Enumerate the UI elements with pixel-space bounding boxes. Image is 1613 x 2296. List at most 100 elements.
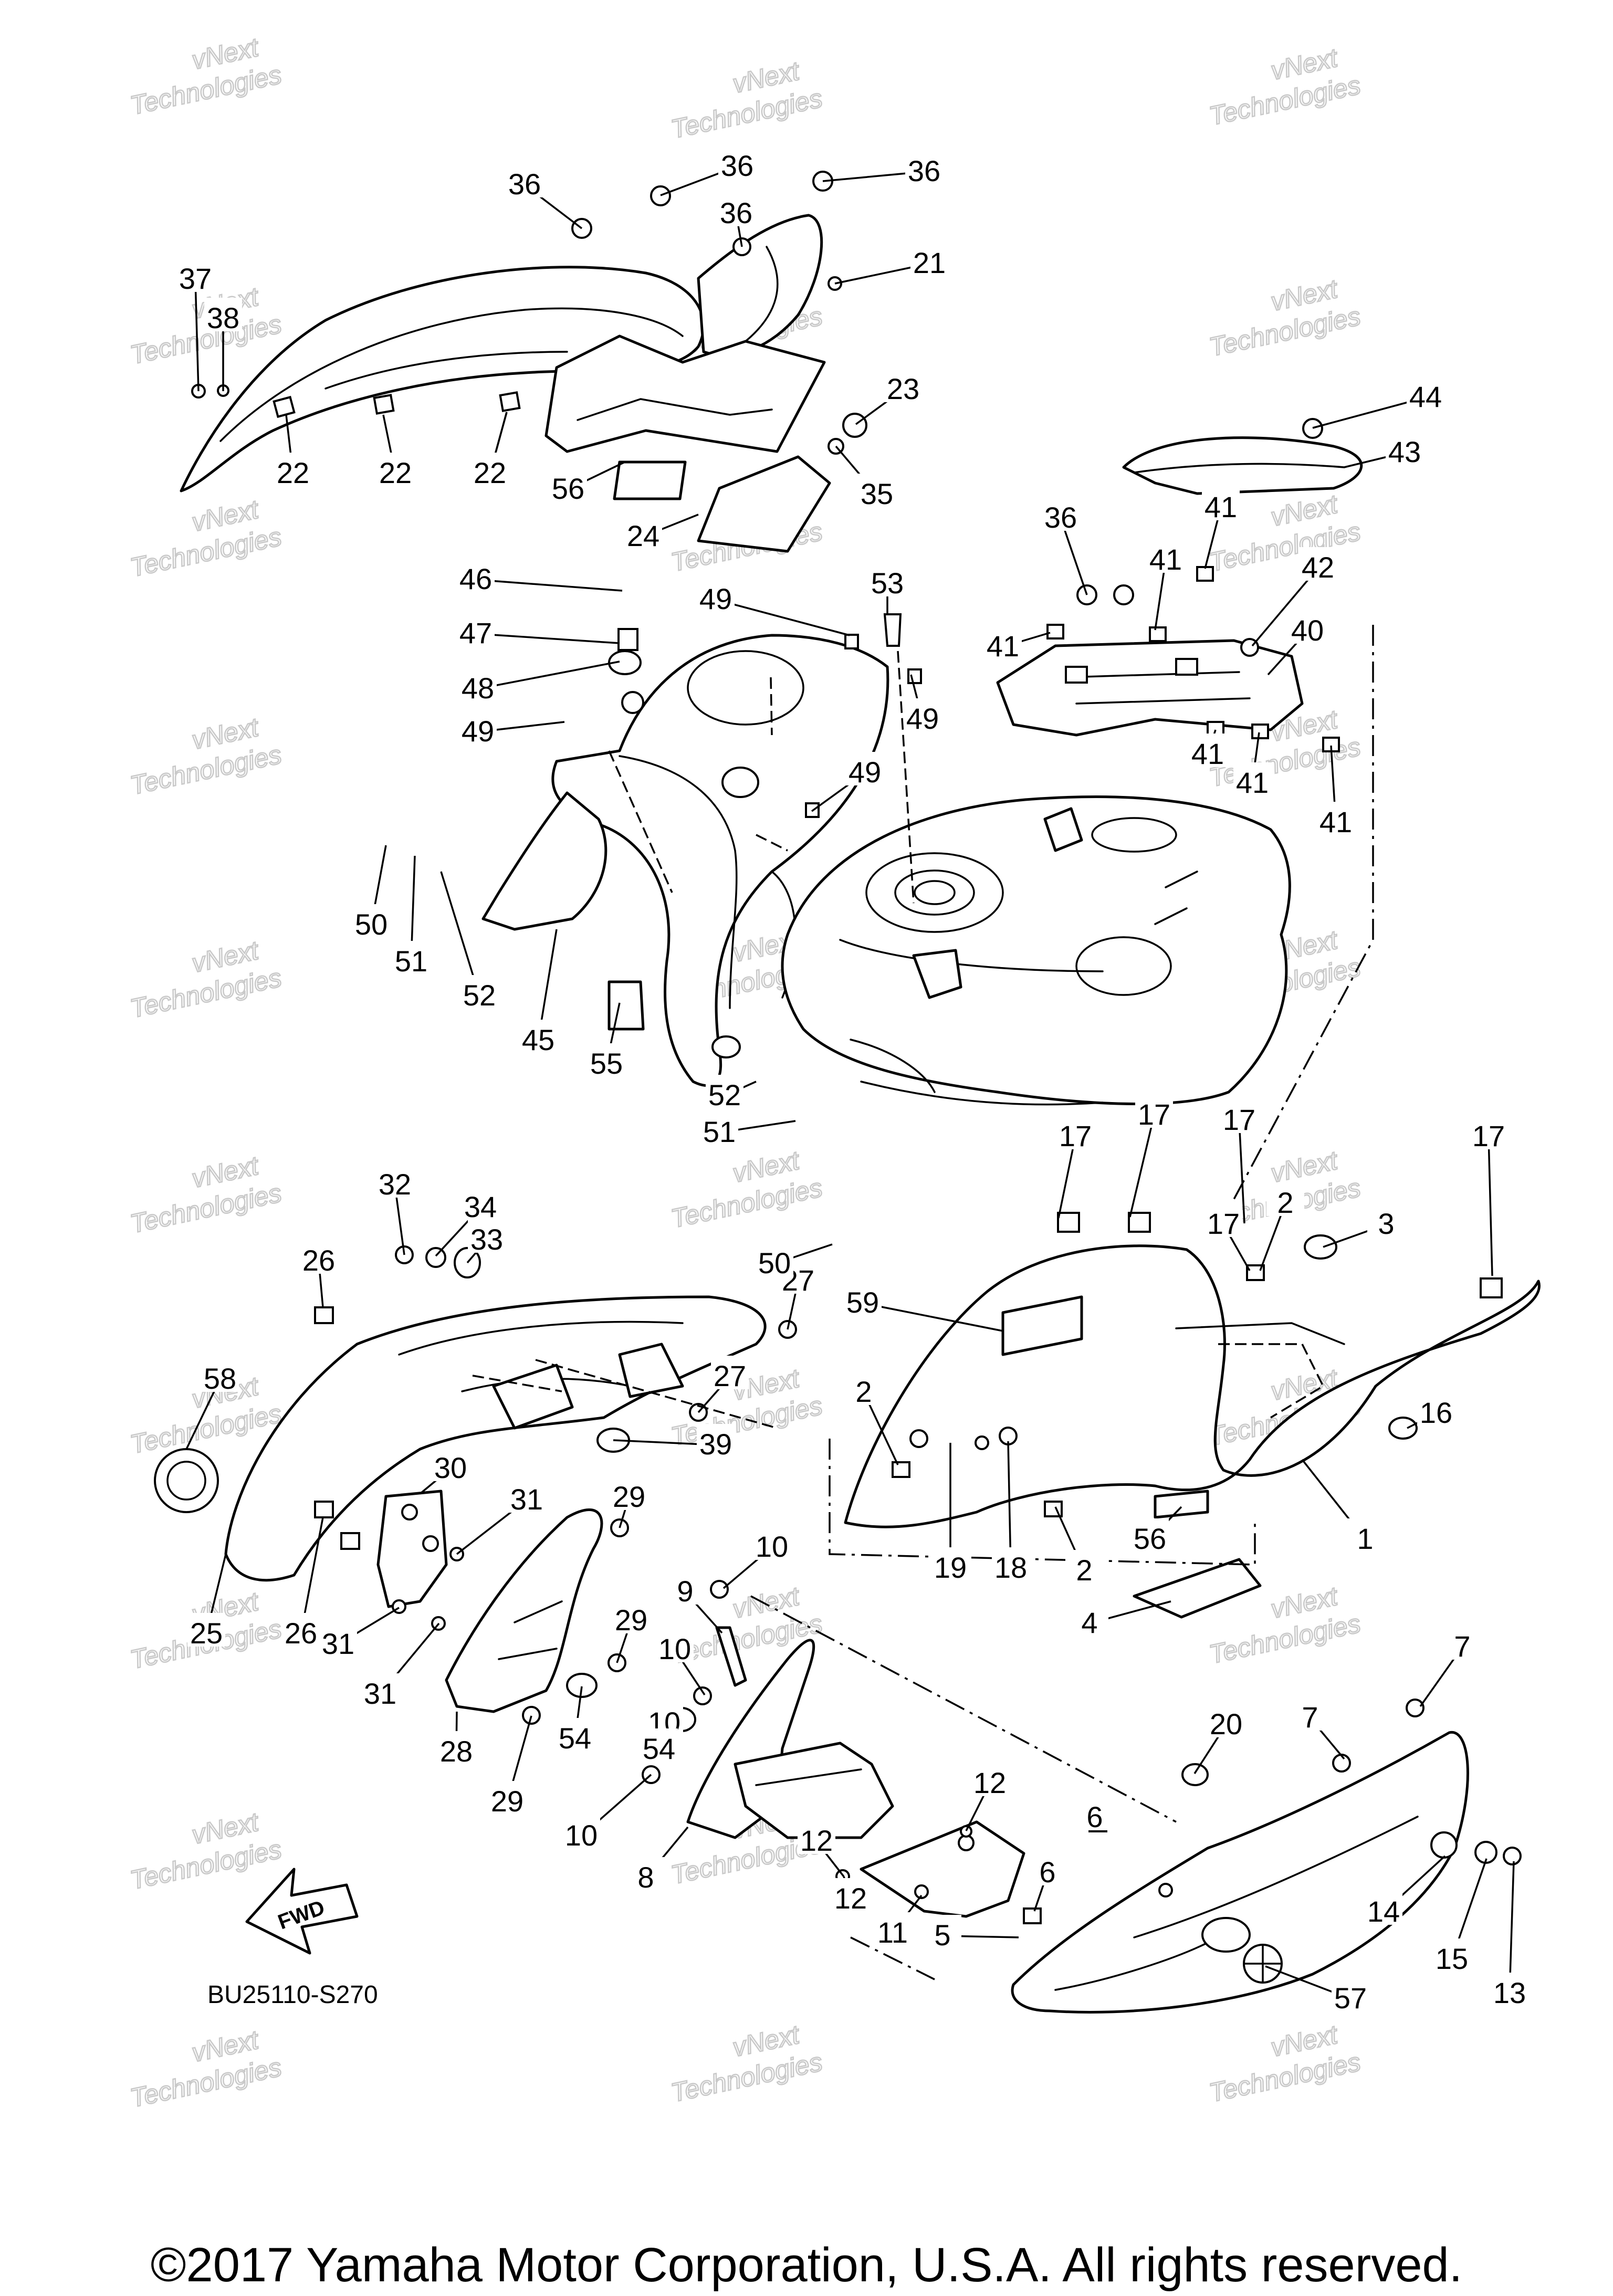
- part-label-48[interactable]: 48: [462, 672, 494, 705]
- part-label-25[interactable]: 25: [190, 1617, 223, 1650]
- part-label-31[interactable]: 31: [510, 1483, 543, 1516]
- part-label-17[interactable]: 17: [1207, 1207, 1240, 1240]
- part-label-51[interactable]: 51: [703, 1115, 736, 1148]
- part-label-17[interactable]: 17: [1472, 1119, 1505, 1152]
- part-label-13[interactable]: 13: [1493, 1976, 1526, 2009]
- part-label-31[interactable]: 31: [364, 1677, 396, 1710]
- part-label-37[interactable]: 37: [179, 262, 212, 295]
- part-label-12[interactable]: 12: [973, 1766, 1006, 1799]
- part-label-22[interactable]: 22: [474, 456, 506, 489]
- part-label-16[interactable]: 16: [1420, 1396, 1452, 1429]
- part-label-41[interactable]: 41: [1191, 737, 1224, 770]
- part-label-6[interactable]: 6: [1086, 1800, 1103, 1833]
- part-label-6[interactable]: 6: [1039, 1855, 1055, 1889]
- part-label-4[interactable]: 4: [1081, 1606, 1097, 1639]
- part-label-50[interactable]: 50: [758, 1246, 791, 1280]
- part-label-2[interactable]: 2: [855, 1375, 872, 1408]
- part-label-41[interactable]: 41: [1204, 490, 1237, 523]
- part-label-24[interactable]: 24: [627, 519, 659, 552]
- part-label-1[interactable]: 1: [1357, 1522, 1373, 1555]
- part-label-56[interactable]: 56: [552, 472, 584, 505]
- part-label-45[interactable]: 45: [522, 1023, 554, 1056]
- part-label-5[interactable]: 5: [934, 1918, 950, 1952]
- part-label-18[interactable]: 18: [994, 1551, 1027, 1584]
- part-label-53[interactable]: 53: [871, 567, 904, 600]
- part-label-15[interactable]: 15: [1436, 1942, 1468, 1975]
- part-label-41[interactable]: 41: [1319, 805, 1352, 838]
- part-label-10[interactable]: 10: [565, 1819, 598, 1852]
- part-label-32[interactable]: 32: [379, 1168, 411, 1201]
- part-label-36[interactable]: 36: [1044, 501, 1077, 534]
- part-label-43[interactable]: 43: [1388, 435, 1421, 468]
- part-label-12[interactable]: 12: [834, 1882, 867, 1915]
- part-label-49[interactable]: 49: [906, 702, 939, 735]
- part-label-31[interactable]: 31: [322, 1627, 354, 1660]
- part-label-50[interactable]: 50: [355, 908, 387, 941]
- part-label-11[interactable]: 11: [877, 1916, 908, 1949]
- label-background: [462, 1187, 499, 1220]
- part-label-17[interactable]: 17: [1138, 1098, 1170, 1131]
- part-label-33[interactable]: 33: [470, 1223, 503, 1256]
- part-label-41[interactable]: 41: [1236, 766, 1269, 799]
- part-label-34[interactable]: 34: [464, 1190, 497, 1223]
- part-label-49[interactable]: 49: [462, 715, 494, 748]
- part-label-47[interactable]: 47: [459, 616, 492, 649]
- part-label-49[interactable]: 49: [849, 756, 881, 789]
- part-label-22[interactable]: 22: [379, 456, 412, 489]
- part-label-35[interactable]: 35: [861, 477, 893, 510]
- part-label-2[interactable]: 2: [1076, 1554, 1092, 1587]
- part-label-46[interactable]: 46: [459, 562, 492, 595]
- part-label-7[interactable]: 7: [1302, 1701, 1318, 1734]
- part-label-54[interactable]: 54: [559, 1722, 591, 1755]
- part-label-3[interactable]: 3: [1378, 1207, 1394, 1240]
- part-label-19[interactable]: 19: [934, 1551, 967, 1584]
- part-label-41[interactable]: 41: [1149, 543, 1182, 576]
- part-label-27[interactable]: 27: [714, 1359, 746, 1392]
- part-label-26[interactable]: 26: [285, 1617, 317, 1650]
- part-label-28[interactable]: 28: [440, 1735, 473, 1768]
- part-label-21[interactable]: 21: [913, 246, 946, 279]
- part-label-9[interactable]: 9: [677, 1575, 693, 1608]
- part-label-10[interactable]: 10: [756, 1530, 788, 1563]
- part-label-36[interactable]: 36: [508, 167, 541, 201]
- part-label-7[interactable]: 7: [1454, 1630, 1470, 1663]
- part-label-29[interactable]: 29: [615, 1603, 647, 1637]
- part-label-12[interactable]: 12: [800, 1824, 833, 1857]
- part-label-51[interactable]: 51: [395, 945, 427, 978]
- part-label-58[interactable]: 58: [204, 1362, 236, 1395]
- part-label-20[interactable]: 20: [1210, 1707, 1242, 1741]
- part-label-55[interactable]: 55: [590, 1047, 623, 1080]
- part-label-29[interactable]: 29: [491, 1785, 523, 1818]
- part-label-29[interactable]: 29: [613, 1480, 645, 1513]
- part-label-54[interactable]: 54: [643, 1732, 675, 1765]
- part-label-44[interactable]: 44: [1409, 380, 1442, 413]
- diagram-code: BU25110-S270: [207, 1981, 378, 2009]
- part-label-42[interactable]: 42: [1302, 551, 1334, 584]
- part-label-52[interactable]: 52: [463, 979, 496, 1012]
- part-label-22[interactable]: 22: [277, 456, 309, 489]
- part-label-59[interactable]: 59: [846, 1286, 879, 1319]
- part-label-17[interactable]: 17: [1059, 1119, 1092, 1152]
- part-label-41[interactable]: 41: [987, 630, 1019, 663]
- part-label-36[interactable]: 36: [720, 196, 752, 229]
- part-label-8[interactable]: 8: [637, 1861, 654, 1894]
- part-label-52[interactable]: 52: [708, 1078, 741, 1112]
- part-label-36[interactable]: 36: [721, 149, 753, 182]
- part-label-49[interactable]: 49: [699, 582, 732, 615]
- part-label-56[interactable]: 56: [1134, 1522, 1166, 1555]
- part-label-23[interactable]: 23: [887, 372, 919, 405]
- part-label-2[interactable]: 2: [1277, 1186, 1293, 1219]
- part-label-39[interactable]: 39: [699, 1428, 732, 1461]
- part-label-17[interactable]: 17: [1223, 1103, 1255, 1136]
- part-label-30[interactable]: 30: [434, 1451, 467, 1484]
- part-label-26[interactable]: 26: [302, 1244, 335, 1277]
- part-label-57[interactable]: 57: [1334, 1982, 1367, 2015]
- part-label-40[interactable]: 40: [1291, 614, 1324, 647]
- label-background: [471, 453, 509, 486]
- part-label-38[interactable]: 38: [207, 301, 239, 334]
- part-label-14[interactable]: 14: [1367, 1895, 1400, 1928]
- label-background: [376, 1164, 414, 1198]
- part-label-36[interactable]: 36: [908, 154, 940, 187]
- part-label-10[interactable]: 10: [658, 1632, 691, 1665]
- label-background: [1056, 1116, 1094, 1149]
